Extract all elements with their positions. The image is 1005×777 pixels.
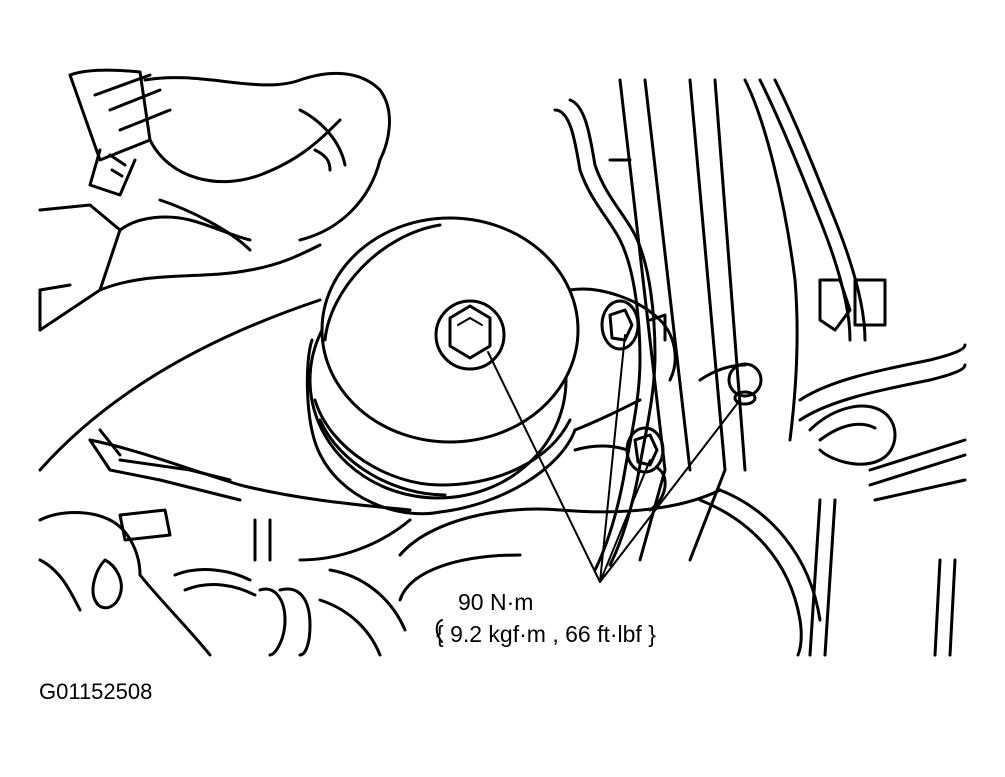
left-bracket xyxy=(38,198,322,332)
torque-spec-alternate: { 9.2 kgf·m , 66 ft·lbf } xyxy=(436,621,656,647)
lower-right-hose xyxy=(398,488,822,657)
figure-id: G01152508 xyxy=(39,679,153,704)
frame-diagonal xyxy=(38,298,412,512)
callout-leader-lines xyxy=(487,334,741,583)
upper-left-hose xyxy=(68,68,391,242)
torque-brace xyxy=(435,619,443,643)
pipe-fitting xyxy=(698,362,763,406)
oil-filter-housing xyxy=(305,216,580,516)
lower-center-pipes xyxy=(173,518,412,657)
right-mounting-bracket xyxy=(568,287,677,512)
torque-spec-nm: 90 N·m xyxy=(458,589,534,615)
bolt-icon xyxy=(434,299,506,371)
right-pipe-bundle xyxy=(758,78,967,657)
lower-left-hose xyxy=(38,508,212,657)
pipe xyxy=(553,78,799,572)
